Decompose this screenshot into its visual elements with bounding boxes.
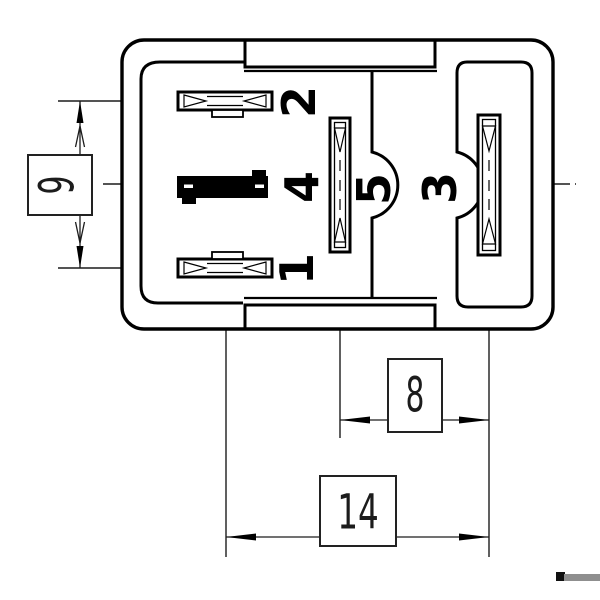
dim8-value: 8 bbox=[406, 368, 425, 423]
pin1-left-chamfer bbox=[183, 261, 209, 275]
dim8-arrow-left bbox=[340, 416, 370, 424]
pin5-blade-inner bbox=[333, 121, 347, 249]
top-tab bbox=[243, 38, 437, 69]
pin1-tab bbox=[211, 251, 244, 260]
pin2-blade bbox=[176, 90, 274, 118]
dim9-arrow-up bbox=[76, 101, 84, 123]
dim9-value: 9 bbox=[30, 176, 85, 195]
pin4-blade-body bbox=[177, 176, 268, 198]
pin4-label: 4 bbox=[275, 171, 329, 203]
dim9-arrow-down-echo bbox=[74, 221, 86, 244]
dim9-arrow-down bbox=[76, 246, 84, 268]
dim14-value: 14 bbox=[337, 484, 379, 540]
pin4-left-slit bbox=[184, 184, 193, 188]
watermark-bar bbox=[556, 572, 600, 581]
dim14-box bbox=[319, 475, 397, 547]
pin-labels: 2 1 4 5 3 bbox=[270, 86, 467, 285]
dim9-arrow-up-echo bbox=[74, 125, 86, 148]
left-cavity-outline bbox=[139, 60, 245, 305]
dim14-arrow-right bbox=[459, 533, 489, 541]
pin5-bottom-chamfer bbox=[333, 217, 347, 243]
left-cavity-right-wall-with-pin5-notch bbox=[370, 71, 400, 298]
pin4-blade bbox=[177, 170, 268, 204]
pin2-left-chamfer bbox=[183, 94, 209, 108]
dimension-8: 8 bbox=[340, 358, 489, 433]
pin4-top-tab bbox=[252, 170, 266, 176]
pin2-label: 2 bbox=[272, 86, 326, 118]
pin1-stripes bbox=[207, 262, 243, 274]
pin5-label: 5 bbox=[347, 173, 401, 205]
pin1-blade bbox=[176, 251, 274, 279]
pin1-label: 1 bbox=[270, 253, 324, 285]
pin2-stripes bbox=[207, 95, 243, 107]
pin4-right-slit bbox=[255, 184, 264, 188]
pin4-bottom-tab bbox=[182, 198, 196, 204]
pin2-tab bbox=[211, 109, 244, 118]
watermark-line bbox=[564, 574, 600, 581]
pin3-label: 3 bbox=[413, 172, 467, 204]
dim8-box bbox=[387, 358, 443, 433]
pin2-right-chamfer bbox=[241, 94, 267, 108]
dimension-9: 9 bbox=[27, 101, 93, 268]
pin3-top-chamfer bbox=[481, 125, 497, 154]
pin1-blade-body bbox=[176, 257, 274, 279]
pin2-blade-body bbox=[176, 90, 274, 112]
right-cavity-outline-with-pin3-notch bbox=[455, 60, 534, 309]
dim14-arrow-left bbox=[226, 533, 256, 541]
watermark-cap bbox=[556, 572, 565, 581]
bottom-tab bbox=[243, 303, 437, 331]
pin3-bottom-chamfer bbox=[481, 216, 497, 245]
pin5-top-chamfer bbox=[333, 127, 347, 153]
pin1-right-chamfer bbox=[241, 261, 267, 275]
pin3-blade-inner bbox=[481, 118, 497, 252]
dimension-14: 14 bbox=[226, 475, 489, 547]
dim9-box bbox=[27, 154, 93, 216]
pin3-blade bbox=[476, 113, 502, 257]
pin5-blade bbox=[328, 116, 352, 254]
dim8-arrow-right bbox=[459, 416, 489, 424]
